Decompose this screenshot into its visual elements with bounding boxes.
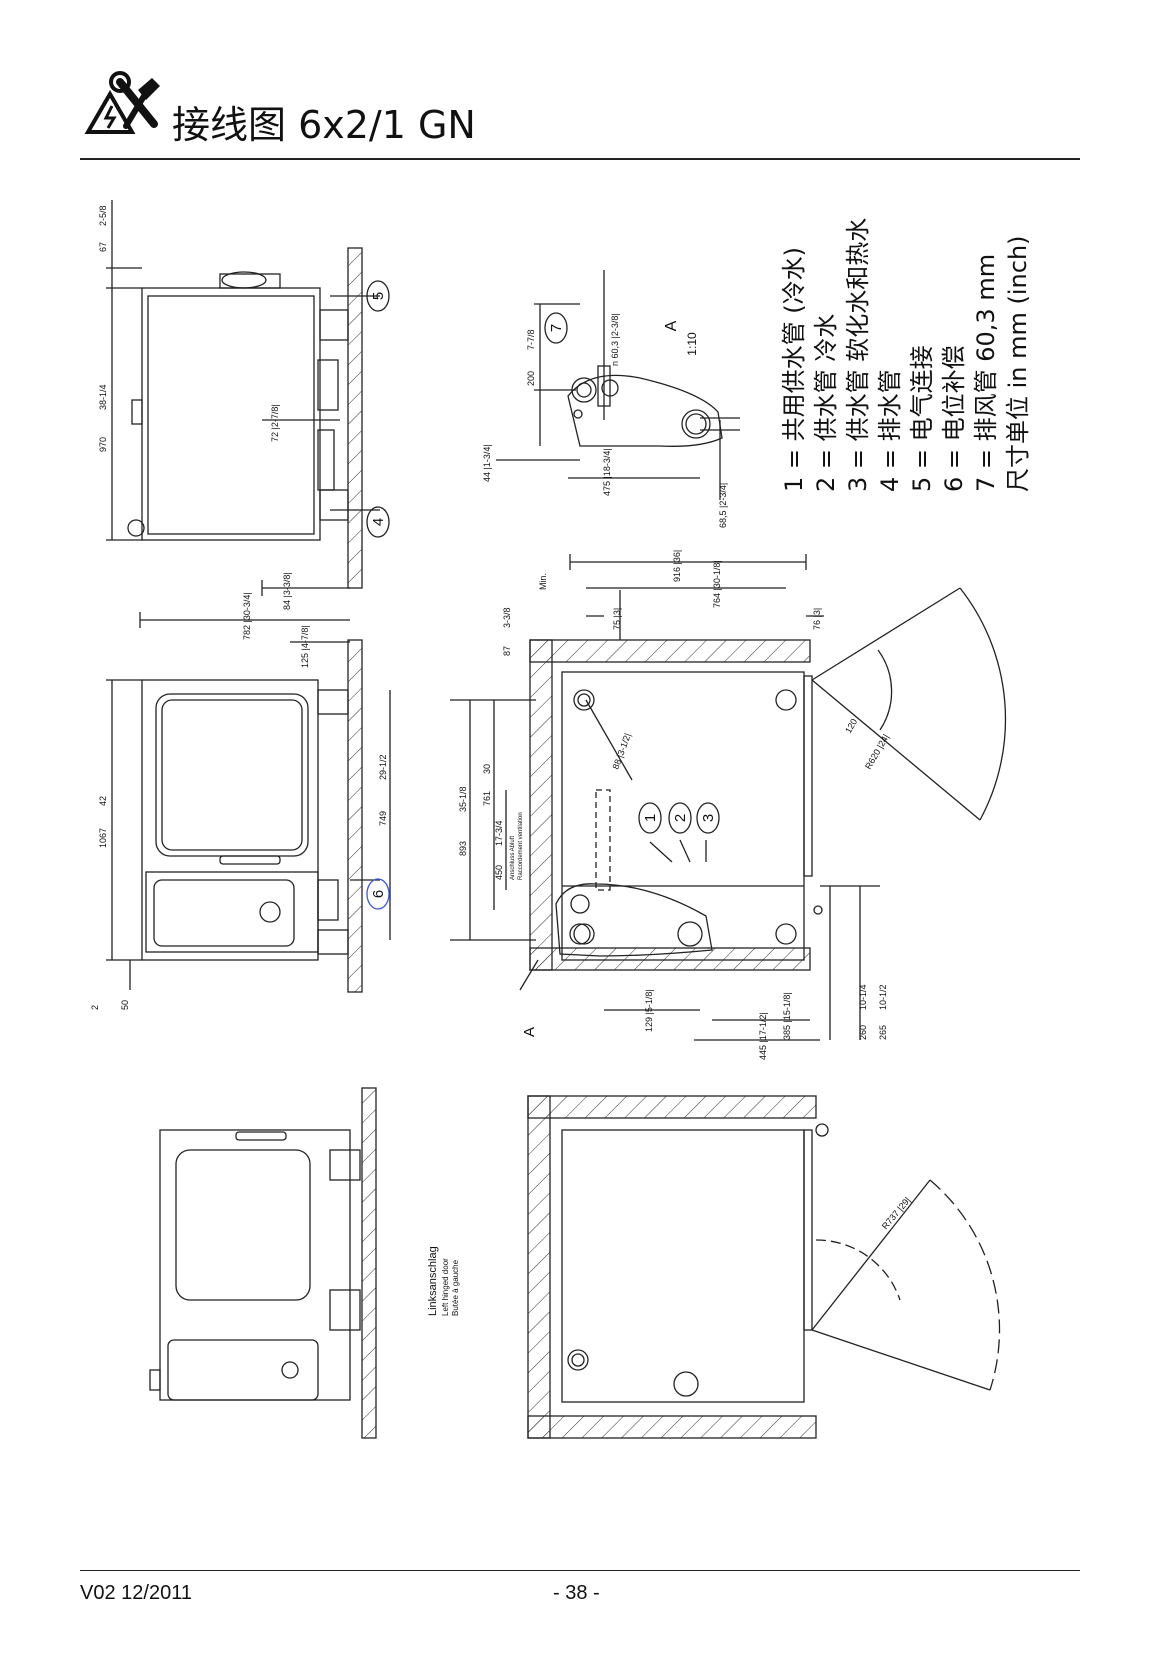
dim-129: 129 |5-1/8| [644, 989, 654, 1032]
dim-29-1-2: 29-1/2 [378, 754, 388, 780]
dim-84: 84 |3-3/8| [282, 572, 292, 610]
plan-view-middle [450, 554, 1007, 1041]
dim-10-1-4: 10-1/4 [858, 984, 868, 1010]
section-marker: A [521, 1027, 538, 1037]
dim-2: 2 [90, 1005, 100, 1010]
dim-42: 42 [98, 796, 108, 806]
dim-120: 120 [843, 717, 859, 735]
dim-764: 764 |30-1/8| [712, 560, 722, 608]
dim-445: 445 |17-1/2| [758, 1012, 768, 1060]
dim-916: 916 |36| [672, 550, 682, 582]
legend-item-5: 5 = 电气连接 [908, 345, 936, 492]
legend-item-units: 尺寸单位 in mm (inch) [1004, 235, 1032, 492]
callout-6-circle [366, 878, 390, 910]
footer-divider [80, 1570, 1080, 1571]
page-number: - 38 - [553, 1582, 600, 1604]
dim-125: 125 |4-7/8| [300, 625, 310, 668]
dim-970: 970 [98, 437, 108, 452]
footer-version: V02 12/2011 [80, 1582, 192, 1604]
legend-item-2: 2 = 供水管 冷水 [812, 313, 840, 492]
callout-2: 2 [672, 814, 689, 822]
left-hinge-label-en: Left hinged door [441, 1258, 450, 1316]
dim-76: 76 |3| [812, 608, 822, 630]
dim-67: 67 [98, 242, 108, 252]
dim-87: 87 [502, 646, 512, 656]
legend-item-4: 4 = 排水管 [876, 369, 904, 492]
detail-label: A [663, 320, 680, 331]
dim-17-3-4: 17-3/4 [494, 820, 504, 846]
front-view-bottom [149, 1087, 377, 1439]
dim-r620: R620 |24| [863, 732, 891, 771]
legend-item-7: 7 = 排风管 60,3 mm [972, 253, 1000, 492]
callout-2-circle [668, 802, 692, 834]
dim-7-7-8: 7-7/8 [526, 329, 536, 350]
legend-item-6: 6 = 电位补偿 [940, 345, 968, 492]
legend-item-1: 1 = 共用供水管 (冷水) [780, 247, 808, 492]
dim-761: 761 [482, 791, 492, 806]
left-hinge-label-de: Linksanschlag [427, 1246, 439, 1316]
dim-260: 260 [858, 1025, 868, 1040]
dim-385: 385 |15-1/8| [782, 992, 792, 1040]
dim-2-5-8: 2-5/8 [98, 205, 108, 226]
dim-68-5: 68,5 |2-3/4| [718, 483, 728, 528]
dim-1067: 1067 [98, 828, 108, 848]
warning-tools-icon [84, 71, 160, 134]
callout-3-circle [696, 802, 720, 834]
detail-a-view [496, 270, 740, 500]
dim-anschluss: Anschluss Abluft [510, 836, 516, 880]
dim-450: 450 [494, 865, 504, 880]
callout-4-circle [366, 506, 390, 538]
dim-782: 782 |30-3/4| [242, 592, 252, 640]
dim-30: 30 [482, 764, 492, 774]
dim-min: Min. [538, 573, 548, 590]
detail-scale: 1:10 [685, 332, 699, 356]
callout-7: 7 [548, 324, 565, 332]
dim-44: 44 |1-3/4| [482, 444, 492, 482]
dim-893: 893 [458, 841, 468, 856]
plan-view-bottom [527, 1095, 1001, 1439]
dim-35-1-8: 35-1/8 [458, 786, 468, 812]
callout-6: 6 [370, 890, 387, 898]
dim-75: 75 |3| [612, 608, 622, 630]
dim-88: 88 |3-1/2| [610, 732, 632, 771]
header-divider [80, 158, 1080, 160]
legend-item-3: 3 = 供水管 软化水和热水 [844, 217, 872, 492]
page-title: 接线图 6x2/1 GN [172, 103, 476, 147]
page-header: 接线图 6x2/1 GN [80, 70, 1080, 160]
callout-1-circle [638, 802, 662, 834]
dim-200: 200 [526, 371, 536, 386]
side-view-top [106, 200, 380, 596]
dim-3-3-8: 3-3/8 [502, 607, 512, 628]
dim-265: 265 [878, 1025, 888, 1040]
dim-38-1-4: 38-1/4 [98, 384, 108, 410]
dim-10-1-2: 10-1/2 [878, 984, 888, 1010]
callout-4: 4 [370, 518, 387, 526]
callout-7-circle [544, 312, 568, 344]
dim-72: 72 |2-7/8| [270, 404, 280, 442]
dim-749: 749 [378, 811, 388, 826]
dim-raccordement: Raccordement ventilation [518, 812, 524, 880]
callout-1: 1 [642, 814, 659, 822]
front-view-middle [106, 612, 391, 993]
dim-r737: R737 |29| [880, 1195, 913, 1231]
callout-5: 5 [370, 292, 387, 300]
dim-60-3: n 60,3 |2-3/8| [610, 313, 620, 366]
dim-475: 475 |18-3/4| [602, 448, 612, 496]
dim-50: 50 [120, 1000, 130, 1010]
callout-5-circle [366, 280, 390, 312]
callout-3: 3 [700, 814, 717, 822]
left-hinge-label-fr: Butée à gauche [451, 1259, 460, 1316]
